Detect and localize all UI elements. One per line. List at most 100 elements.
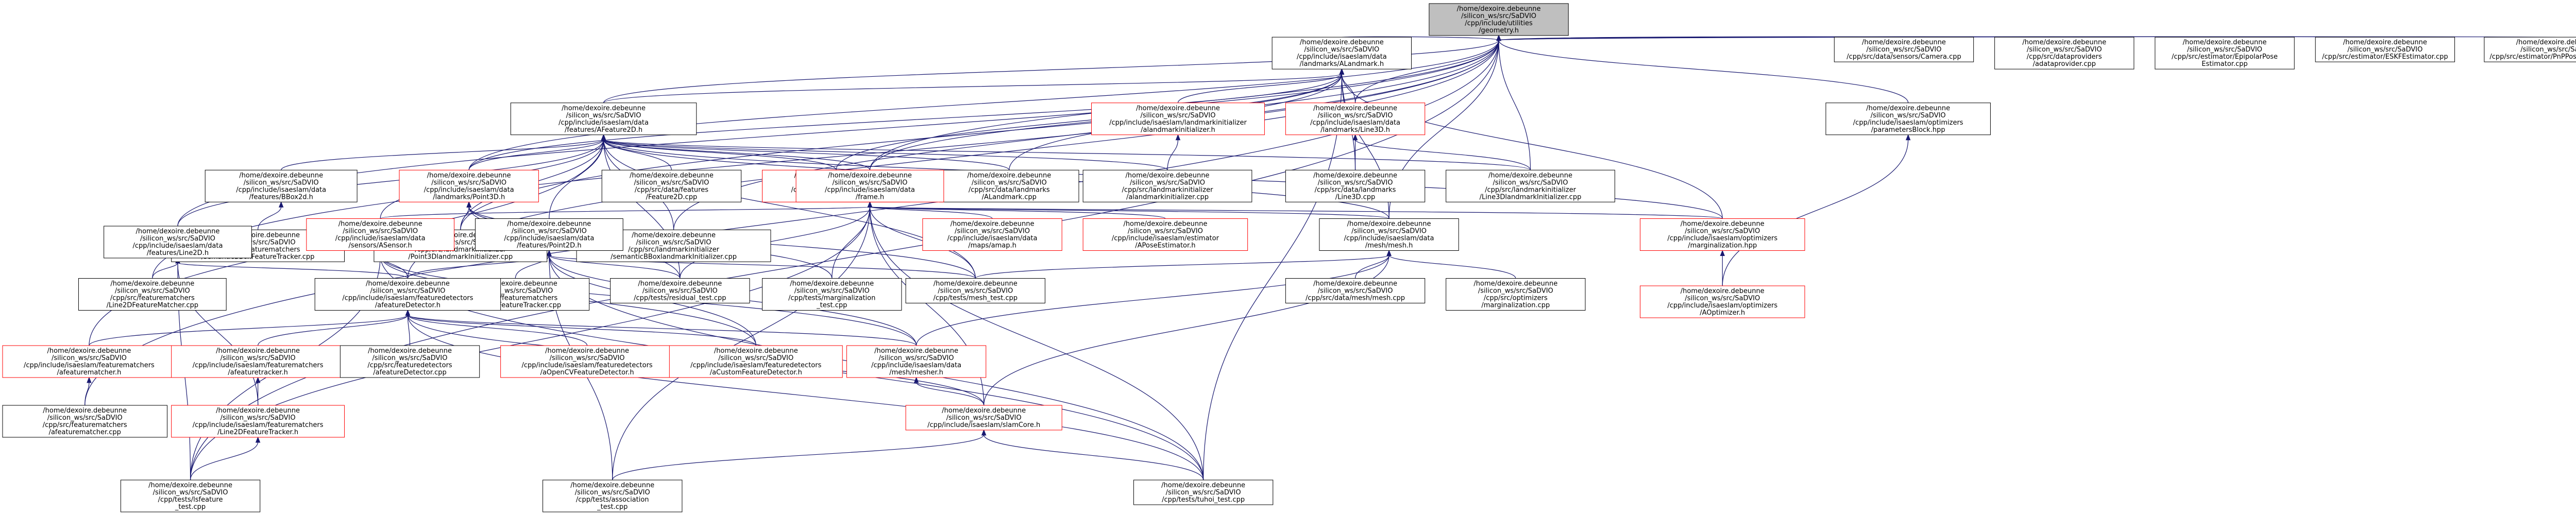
node-label-line: /cpp/include/isaeslam/data <box>947 235 1038 243</box>
node-label-line: /cpp/tests/tuhoi_test.cpp <box>1162 496 1245 504</box>
node-label-line: /silicon_ws/src/SaDVIO <box>1461 12 1536 20</box>
node-label-line: /cpp/include/isaeslam/data <box>236 186 326 194</box>
dependency-edge <box>258 201 284 230</box>
graph-node[interactable]: /home/dexoire.debeunne/silicon_ws/src/Sa… <box>205 169 358 202</box>
graph-node[interactable]: /home/dexoire.debeunne/silicon_ws/src/Sa… <box>1285 102 1426 135</box>
graph-node[interactable]: /home/dexoire.debeunne/silicon_ws/src/Sa… <box>2484 37 2576 62</box>
graph-node[interactable]: /home/dexoire.debeunne/silicon_ws/src/Sa… <box>314 278 501 311</box>
node-label-line: /silicon_ws/src/SaDVIO <box>2187 46 2262 54</box>
node-label-line: /features/Point2D.h <box>517 242 581 250</box>
graph-node[interactable]: /home/dexoire.debeunne/silicon_ws/src/Sa… <box>1082 218 1248 251</box>
node-box <box>78 278 227 311</box>
node-label-line: _test.cpp <box>816 302 847 310</box>
graph-node[interactable]: /home/dexoire.debeunne/silicon_ws/src/Sa… <box>762 278 902 311</box>
node-label-line: /silicon_ws/src/SaDVIO <box>1685 295 1760 302</box>
node-label-line: /silicon_ws/src/SaDVIO <box>431 179 506 186</box>
graph-node[interactable]: /home/dexoire.debeunne/silicon_ws/src/Sa… <box>1825 102 1991 135</box>
dependency-edge <box>1167 134 1181 170</box>
node-label-line: /home/dexoire.debeunne <box>1300 39 1384 46</box>
node-box <box>1082 169 1252 202</box>
node-label-line: /Line2DFeatureMatcher.cpp <box>107 302 198 310</box>
graph-node[interactable]: /home/dexoire.debeunne/silicon_ws/src/Sa… <box>1994 37 2134 70</box>
graph-node[interactable]: /home/dexoire.debeunne/silicon_ws/src/Sa… <box>1133 479 1274 505</box>
graph-node[interactable]: /home/dexoire.debeunne/silicon_ws/src/Sa… <box>669 345 843 378</box>
node-box <box>1272 37 1412 70</box>
graph-node[interactable]: /home/dexoire.debeunne/silicon_ws/src/Sa… <box>500 345 674 378</box>
node-label-line: /maps/amap.h <box>968 242 1016 250</box>
graph-node[interactable]: /home/dexoire.debeunne/silicon_ws/src/Sa… <box>1639 218 1805 251</box>
node-label-line: _test.cpp <box>597 503 628 511</box>
dependency-edge <box>867 201 1204 481</box>
node-label-line: /home/dexoire.debeunne <box>1681 287 1765 295</box>
graph-node[interactable]: /home/dexoire.debeunne/silicon_ws/src/Sa… <box>1834 37 1974 62</box>
graph-node[interactable]: /home/dexoire.debeunne/silicon_ws/src/Sa… <box>939 169 1079 202</box>
node-label-line: /silicon_ws/src/SaDVIO <box>2520 46 2576 54</box>
node-label-line: /home/dexoire.debeunne <box>1347 220 1431 228</box>
graph-node[interactable]: /home/dexoire.debeunne/silicon_ws/src/Sa… <box>171 405 345 438</box>
graph-node[interactable]: /home/dexoire.debeunne/silicon_ws/src/Sa… <box>2155 37 2295 70</box>
graph-node[interactable]: /home/dexoire.debeunne/silicon_ws/src/Sa… <box>120 479 261 512</box>
graph-node[interactable]: /home/dexoire.debeunne/silicon_ws/src/Sa… <box>1639 285 1805 318</box>
graph-node[interactable]: /home/dexoire.debeunne/silicon_ws/src/Sa… <box>1446 169 1615 202</box>
graph-node[interactable]: /home/dexoire.debeunne/silicon_ws/src/Sa… <box>78 278 227 311</box>
node-box <box>795 169 944 202</box>
node-label-line: /home/dexoire.debeunne <box>1313 172 1397 179</box>
graph-node[interactable]: /home/dexoire.debeunne/silicon_ws/src/Sa… <box>1429 3 1569 36</box>
node-box <box>1825 102 1991 135</box>
node-label-line: /silicon_ws/src/SaDVIO <box>2027 46 2102 54</box>
node-box <box>905 278 1045 303</box>
graph-node[interactable]: /home/dexoire.debeunne/silicon_ws/src/Sa… <box>601 169 742 202</box>
graph-node[interactable]: /home/dexoire.debeunne/silicon_ws/src/Sa… <box>610 278 750 303</box>
node-label-line: /cpp/src/data/sensors/Camera.cpp <box>1846 53 1961 61</box>
graph-node[interactable]: /home/dexoire.debeunne/silicon_ws/src/Sa… <box>306 218 455 251</box>
node-box <box>306 218 455 251</box>
graph-node[interactable]: /home/dexoire.debeunne/silicon_ws/src/Sa… <box>922 218 1062 251</box>
node-box <box>1639 218 1805 251</box>
node-label-line: /mesh/mesher.h <box>889 369 943 376</box>
node-label-line: /cpp/include/isaeslam/data <box>871 362 961 369</box>
node-label-line: /cpp/src/data/features <box>635 186 708 194</box>
node-label-line: /cpp/include/isaeslam/estimator <box>1112 235 1219 243</box>
node-label-line: /cpp/include/isaeslam/data <box>825 186 915 194</box>
graph-node[interactable]: /home/dexoire.debeunne/silicon_ws/src/Sa… <box>795 169 944 202</box>
graph-node[interactable]: /home/dexoire.debeunne/silicon_ws/src/Sa… <box>475 218 623 251</box>
node-label-line: /silicon_ws/src/SaDVIO <box>47 414 123 422</box>
node-label-line: /home/dexoire.debeunne <box>1681 220 1765 228</box>
graph-node[interactable]: /home/dexoire.debeunne/silicon_ws/src/Sa… <box>2 345 176 378</box>
graph-node[interactable]: /home/dexoire.debeunne/silicon_ws/src/Sa… <box>1319 218 1459 251</box>
node-label-line: /home/dexoire.debeunne <box>1126 172 1210 179</box>
graph-node[interactable]: /home/dexoire.debeunne/silicon_ws/src/Sa… <box>171 345 345 378</box>
node-label-line: /cpp/src/estimator/EpipolarPose <box>2172 53 2278 61</box>
node-label-line: /silicon_ws/src/SaDVIO <box>1130 179 1205 186</box>
node-label-line: /Line2DFeatureTracker.h <box>217 429 298 436</box>
node-label-line: /home/dexoire.debeunne <box>630 172 714 179</box>
graph-node[interactable]: /home/dexoire.debeunne/silicon_ws/src/Sa… <box>1285 169 1426 202</box>
graph-node[interactable]: /home/dexoire.debeunne/silicon_ws/src/Sa… <box>846 345 987 378</box>
node-label-line: /silicon_ws/src/SaDVIO <box>52 354 127 362</box>
graph-node[interactable]: /home/dexoire.debeunne/silicon_ws/src/Sa… <box>104 226 252 259</box>
node-label-line: /home/dexoire.debeunne <box>1457 5 1541 13</box>
graph-node[interactable]: /home/dexoire.debeunne/silicon_ws/src/Sa… <box>543 479 683 512</box>
graph-node[interactable]: /home/dexoire.debeunne/silicon_ws/src/Sa… <box>1285 278 1426 303</box>
graph-node[interactable]: /home/dexoire.debeunne/silicon_ws/src/Sa… <box>1272 37 1412 70</box>
graph-node[interactable]: /home/dexoire.debeunne/silicon_ws/src/Sa… <box>399 169 539 202</box>
node-label-line: /cpp/include/isaeslam/data <box>335 235 426 243</box>
node-label-line: /cpp/include/isaeslam/featuredetectors <box>690 362 821 369</box>
graph-node[interactable]: /home/dexoire.debeunne/silicon_ws/src/Sa… <box>2 405 167 438</box>
graph-node[interactable]: /home/dexoire.debeunne/silicon_ws/src/Sa… <box>905 278 1045 303</box>
node-label-line: /marginalization.hpp <box>1688 242 1757 250</box>
node-label-line: Estimator.cpp <box>2201 60 2247 68</box>
node-label-line: /cpp/include/isaeslam/data <box>1344 235 1434 243</box>
graph-node[interactable]: /home/dexoire.debeunne/silicon_ws/src/Sa… <box>2315 37 2455 62</box>
graph-node[interactable]: /home/dexoire.debeunne/silicon_ws/src/Sa… <box>510 102 697 135</box>
node-label-line: /silicon_ws/src/SaDVIO <box>1318 287 1393 295</box>
node-box <box>939 169 1079 202</box>
node-label-line: /silicon_ws/src/SaDVIO <box>370 287 445 295</box>
graph-node[interactable]: /home/dexoire.debeunne/silicon_ws/src/Sa… <box>340 345 480 378</box>
graph-node[interactable]: /home/dexoire.debeunne/silicon_ws/src/Sa… <box>905 405 1062 431</box>
graph-node[interactable]: /home/dexoire.debeunne/silicon_ws/src/Sa… <box>1446 278 1586 311</box>
node-box <box>2 345 176 378</box>
graph-node[interactable]: /home/dexoire.debeunne/silicon_ws/src/Sa… <box>1091 102 1265 135</box>
graph-node[interactable]: /home/dexoire.debeunne/silicon_ws/src/Sa… <box>1082 169 1252 202</box>
